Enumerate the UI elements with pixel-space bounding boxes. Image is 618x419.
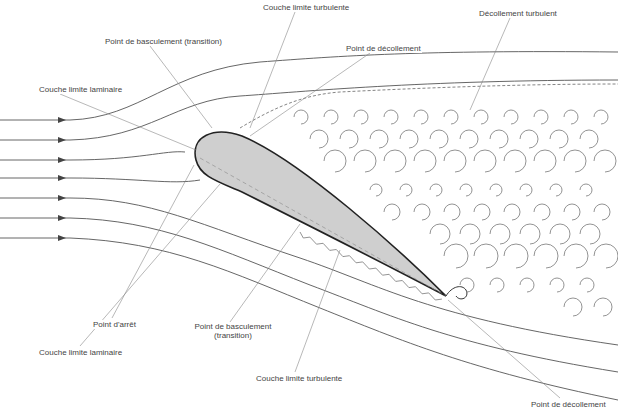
part-label: Point de décollement (530, 400, 607, 409)
part-label: Couche limite turbulente (262, 3, 350, 12)
airfoil (195, 132, 446, 296)
leader-lines (60, 12, 560, 398)
part-label: Point de basculement (transition) (104, 37, 223, 46)
turbulent-layer-lower (300, 232, 442, 300)
part-label: Couche limite turbulente (255, 374, 343, 383)
part-label: Couche limite laminaire (38, 85, 123, 94)
part-label: Point d'arrêt (92, 320, 137, 329)
part-label: Couche limite laminaire (38, 348, 123, 357)
flow-arrows (58, 117, 66, 241)
trailing-vortex (446, 287, 467, 299)
part-label: Point de basculement (transition) (186, 322, 280, 340)
part-label: Point de décollement (345, 44, 422, 53)
chord-line (200, 158, 446, 296)
wake-boundary (240, 84, 618, 128)
part-label: Décollement turbulent (478, 9, 558, 18)
streamlines (0, 52, 618, 400)
